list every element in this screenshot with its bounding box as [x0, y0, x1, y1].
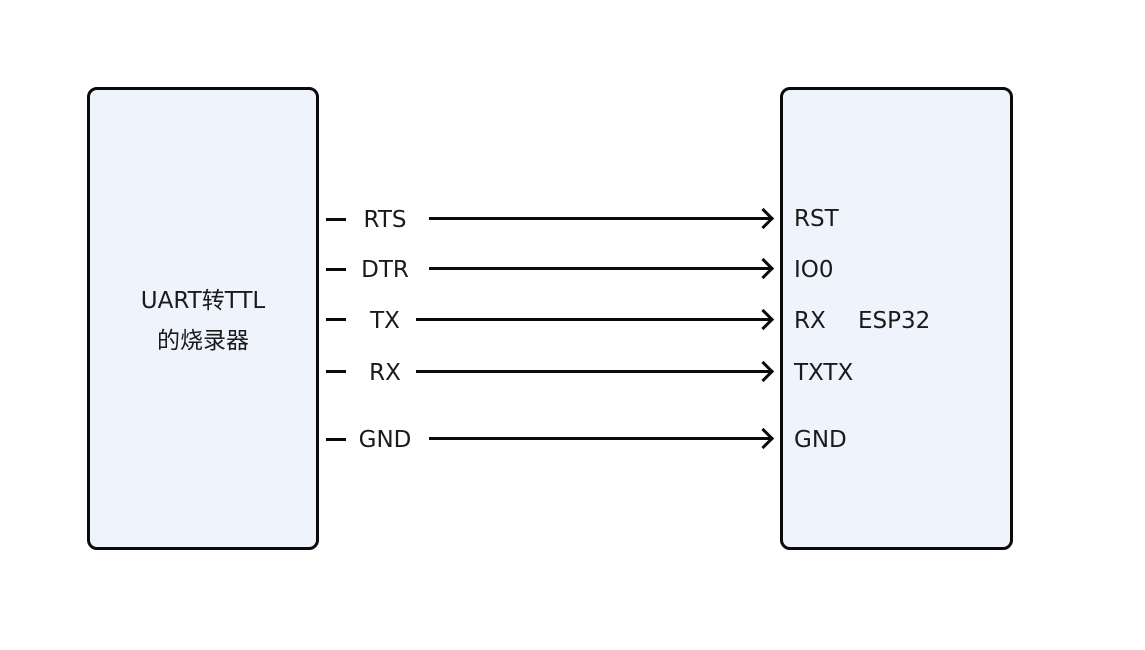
connection-arrow-line [416, 370, 772, 373]
arrow-head-icon [752, 427, 775, 450]
esp32-label: ESP32 [858, 308, 931, 334]
target-pin-label: RX [794, 308, 826, 334]
source-pin-label: RX [369, 360, 401, 386]
esp32-box [780, 87, 1013, 550]
arrow-head-icon [752, 308, 775, 331]
target-pin-label: TXTX [794, 360, 854, 386]
connection-arrow-line [416, 318, 772, 321]
source-pin-label: DTR [361, 257, 409, 283]
connection-arrow-line [429, 267, 772, 270]
arrow-head-icon [752, 257, 775, 280]
target-pin-label: IO0 [794, 257, 834, 283]
arrow-head-icon [752, 207, 775, 230]
target-pin-label: RST [794, 206, 839, 232]
target-pin-label: GND [794, 427, 847, 453]
connection-arrow-line [429, 437, 772, 440]
connection-arrow-line [429, 217, 772, 220]
connection-dash [326, 218, 346, 221]
connection-dash [326, 370, 346, 373]
source-pin-label: RTS [363, 207, 407, 233]
connection-dash [326, 438, 346, 441]
connection-dash [326, 318, 346, 321]
programmer-label-line2: 的烧录器 [157, 328, 249, 354]
source-pin-label: TX [370, 308, 400, 334]
connection-dash [326, 268, 346, 271]
programmer-label-line1: UART转TTL [140, 288, 266, 314]
source-pin-label: GND [358, 427, 412, 453]
arrow-head-icon [752, 360, 775, 383]
programmer-box [87, 87, 319, 550]
